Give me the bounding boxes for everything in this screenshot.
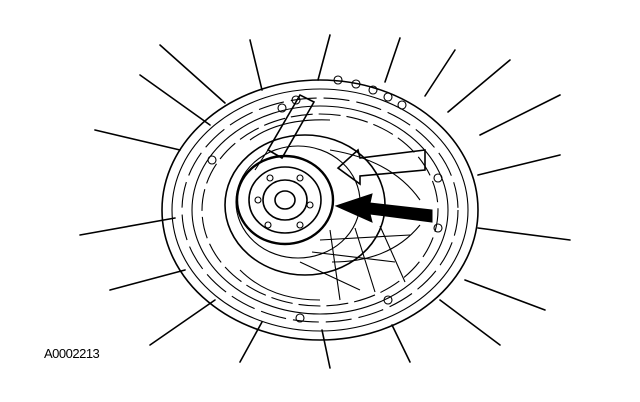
radial-spokes: [79, 34, 571, 369]
solid-arrow: [334, 193, 433, 223]
pointer-tool: [254, 93, 316, 171]
figure-caption: A0002213: [44, 346, 100, 361]
outer-rings: [161, 79, 479, 341]
bolt-holes: [207, 75, 443, 323]
center-hub: [235, 154, 335, 246]
open-arrow: [336, 148, 426, 186]
lower-segments: [299, 225, 411, 301]
